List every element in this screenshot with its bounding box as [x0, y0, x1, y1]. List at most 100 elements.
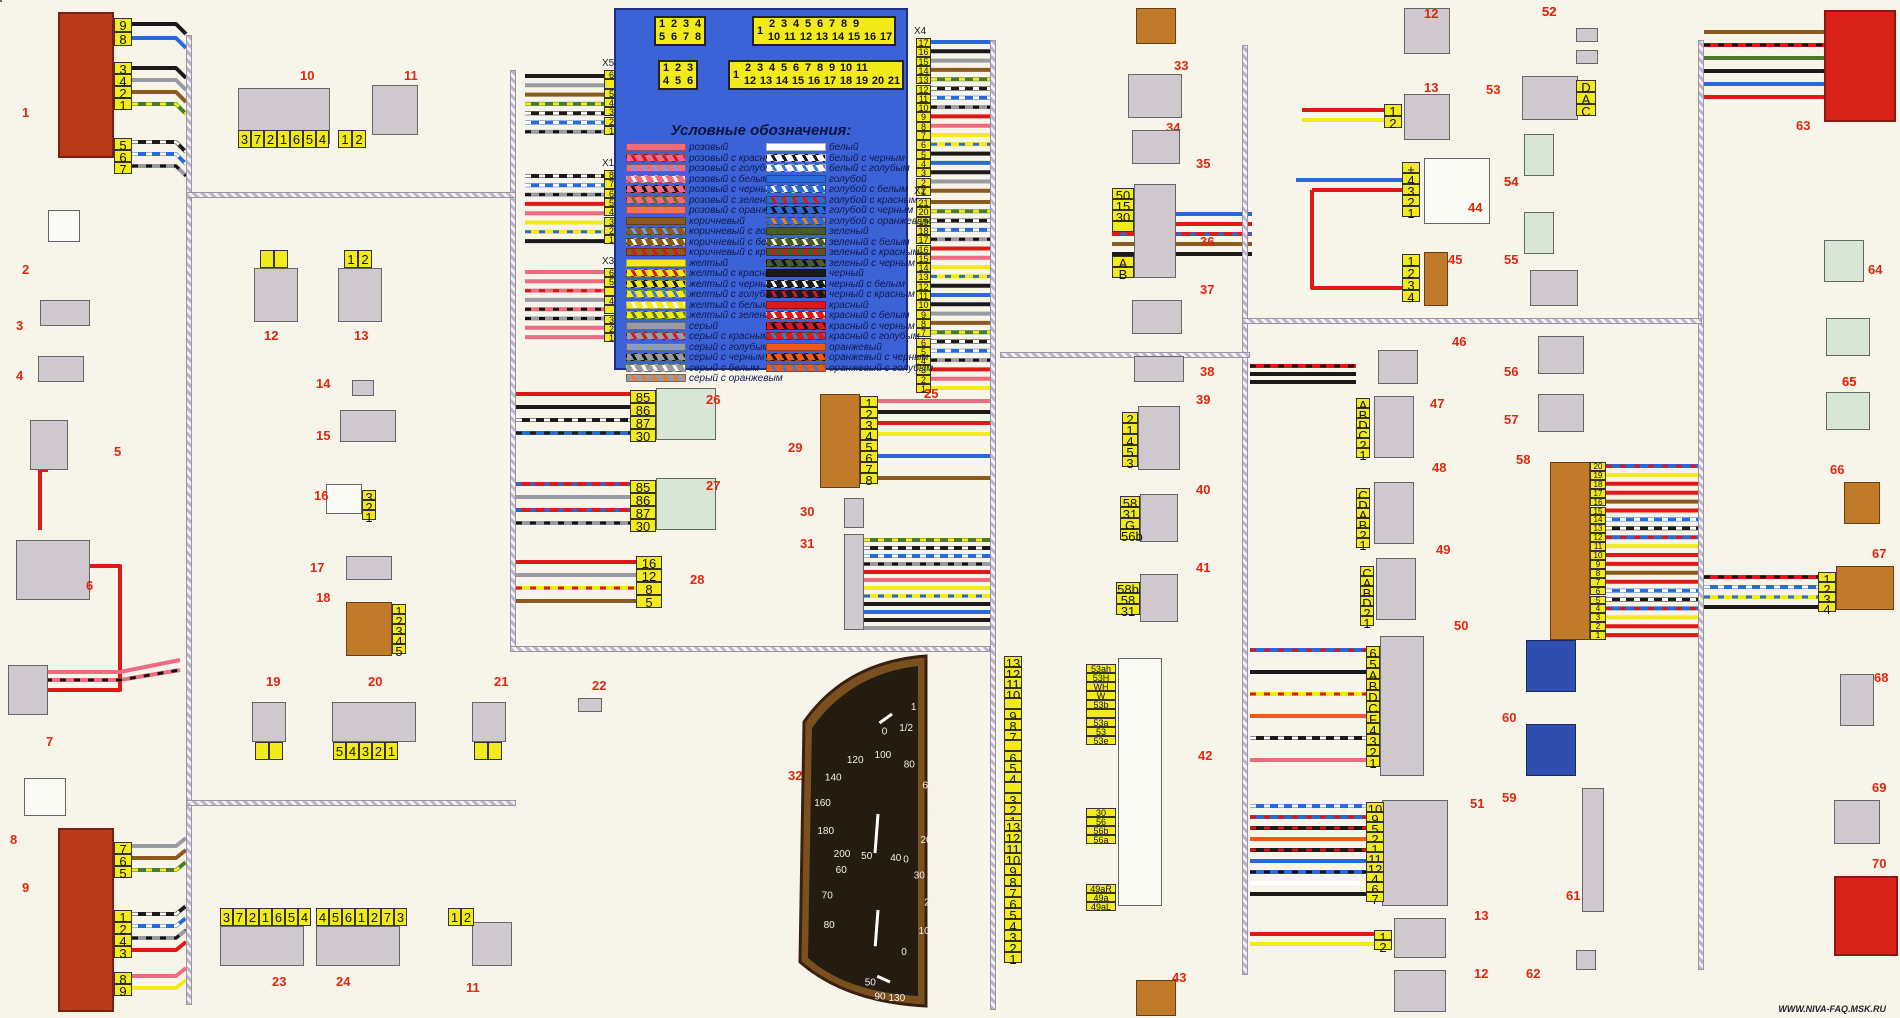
wire-stripe	[132, 928, 187, 940]
legend-label: голубой	[829, 173, 867, 185]
wire-color-swatch	[626, 174, 686, 183]
wire-color-swatch	[766, 321, 826, 330]
pin-number: 14	[831, 31, 845, 43]
legend-label: серый с оранжевым	[689, 373, 783, 384]
component-number-label: 25	[924, 386, 939, 401]
pin-number: 6	[792, 62, 800, 74]
connector-pin: 1	[338, 130, 352, 148]
wire-color-swatch	[626, 332, 686, 341]
legend-entry: голубой с красным	[766, 195, 918, 207]
connector-block-label: X3	[602, 256, 615, 267]
connector-pin: A	[1356, 398, 1370, 413]
component-number-label: 12	[1474, 966, 1489, 981]
component-number-label: 29	[788, 440, 803, 455]
connector-pin: 2	[1402, 195, 1420, 210]
connector-pin: 11	[1590, 542, 1606, 551]
wire	[1310, 190, 1402, 290]
connector-pin: 7	[114, 842, 132, 857]
legend-label: розовый с голубым	[689, 163, 780, 174]
pin-number: 14	[775, 75, 789, 87]
connector-pin: 5	[1366, 822, 1384, 837]
connector-pin: 8	[916, 318, 931, 329]
connector-pin: 6	[114, 150, 132, 165]
component-number-label: 7	[46, 734, 54, 749]
connector-pin: 58b	[1116, 582, 1140, 597]
legend-label: коричневый	[689, 215, 745, 227]
component-number-label: 17	[310, 560, 325, 575]
component-number-label: 46	[1452, 334, 1467, 349]
legend-entry: зеленый	[766, 226, 868, 238]
gauge-needle	[876, 974, 891, 984]
component-number-label: 53	[1486, 82, 1501, 97]
pin-number: 9	[828, 62, 836, 74]
connector-pin: 1	[1356, 538, 1370, 553]
legend-label: желтый с красным	[689, 268, 780, 279]
connector-pin: 1	[1590, 631, 1606, 640]
wire-color-swatch	[626, 153, 686, 162]
wire	[132, 978, 188, 990]
connector-pin: 5	[329, 908, 342, 926]
connector-pin: 5	[285, 908, 298, 926]
connector-pin	[1004, 740, 1022, 751]
wire-color-swatch	[766, 300, 826, 309]
legend-entry: желтый с голубым	[626, 289, 779, 301]
component-67	[1836, 566, 1894, 610]
component-number-label: 8	[10, 832, 18, 847]
component-number-label: 68	[1874, 670, 1889, 685]
connector-block-label: X5	[602, 58, 615, 69]
connector-pin: 15	[1590, 506, 1606, 516]
connector-pin: 10	[1590, 551, 1606, 560]
component-52	[1576, 28, 1598, 42]
component-47	[1374, 396, 1414, 458]
legend-entry: серый с оранжевым	[626, 373, 783, 385]
connector-pin: 1	[1356, 448, 1370, 463]
connector-pin: 85	[630, 390, 656, 405]
component-54	[1524, 212, 1554, 254]
connector-pin	[274, 250, 288, 268]
connector-pin: 2	[1374, 940, 1392, 955]
component-8	[24, 778, 66, 816]
connector-pin: B	[1112, 267, 1134, 282]
component-number-label: 51	[1470, 796, 1485, 811]
connector-pin: 6	[916, 337, 931, 347]
wire-color-swatch	[626, 269, 686, 278]
pin-number: 11	[784, 31, 796, 43]
connector-pin: 2	[392, 614, 406, 629]
connector-pin: 49aR	[1086, 884, 1116, 894]
wire-harness	[1242, 45, 1248, 975]
connector-pin: 58	[1120, 496, 1140, 511]
pin-number: 13	[815, 31, 829, 43]
gauge-tick-label: 20	[920, 835, 932, 846]
connector-pin: 4	[860, 429, 878, 444]
connector-pin: 7	[233, 908, 246, 926]
connector-pin: 3	[238, 130, 251, 148]
wire-color-swatch	[626, 321, 686, 330]
connector-pin: A	[1112, 256, 1134, 271]
connector-pin: 2	[1004, 941, 1022, 956]
legend-entry: черный с белым	[766, 279, 905, 291]
pin-number: 21	[887, 75, 901, 87]
connector-pin: B	[1366, 679, 1380, 694]
connector-pin: 12	[1590, 533, 1606, 543]
connector-pin: 13	[916, 272, 931, 282]
pin-number: 1	[662, 62, 670, 74]
component-number-label: 57	[1504, 412, 1519, 427]
connector-pin: 11	[916, 93, 931, 103]
connector-pin: 2	[1360, 606, 1374, 621]
component-number-label: 27	[706, 478, 721, 493]
pin-number: 10	[839, 62, 853, 74]
gauge-needle	[873, 813, 880, 854]
wire-color-swatch	[626, 290, 686, 299]
connector-pin: 1	[114, 910, 132, 925]
component-21	[472, 702, 506, 742]
wire-color-swatch	[766, 195, 826, 204]
connector-pin: 12	[916, 84, 931, 94]
component-number-label: 2	[22, 262, 30, 277]
connector-pin: 17	[916, 235, 931, 245]
component-31	[844, 534, 864, 630]
wire-stripe	[46, 668, 181, 682]
connector-pin: 3	[1402, 278, 1420, 293]
pin-number: 12	[799, 31, 813, 43]
